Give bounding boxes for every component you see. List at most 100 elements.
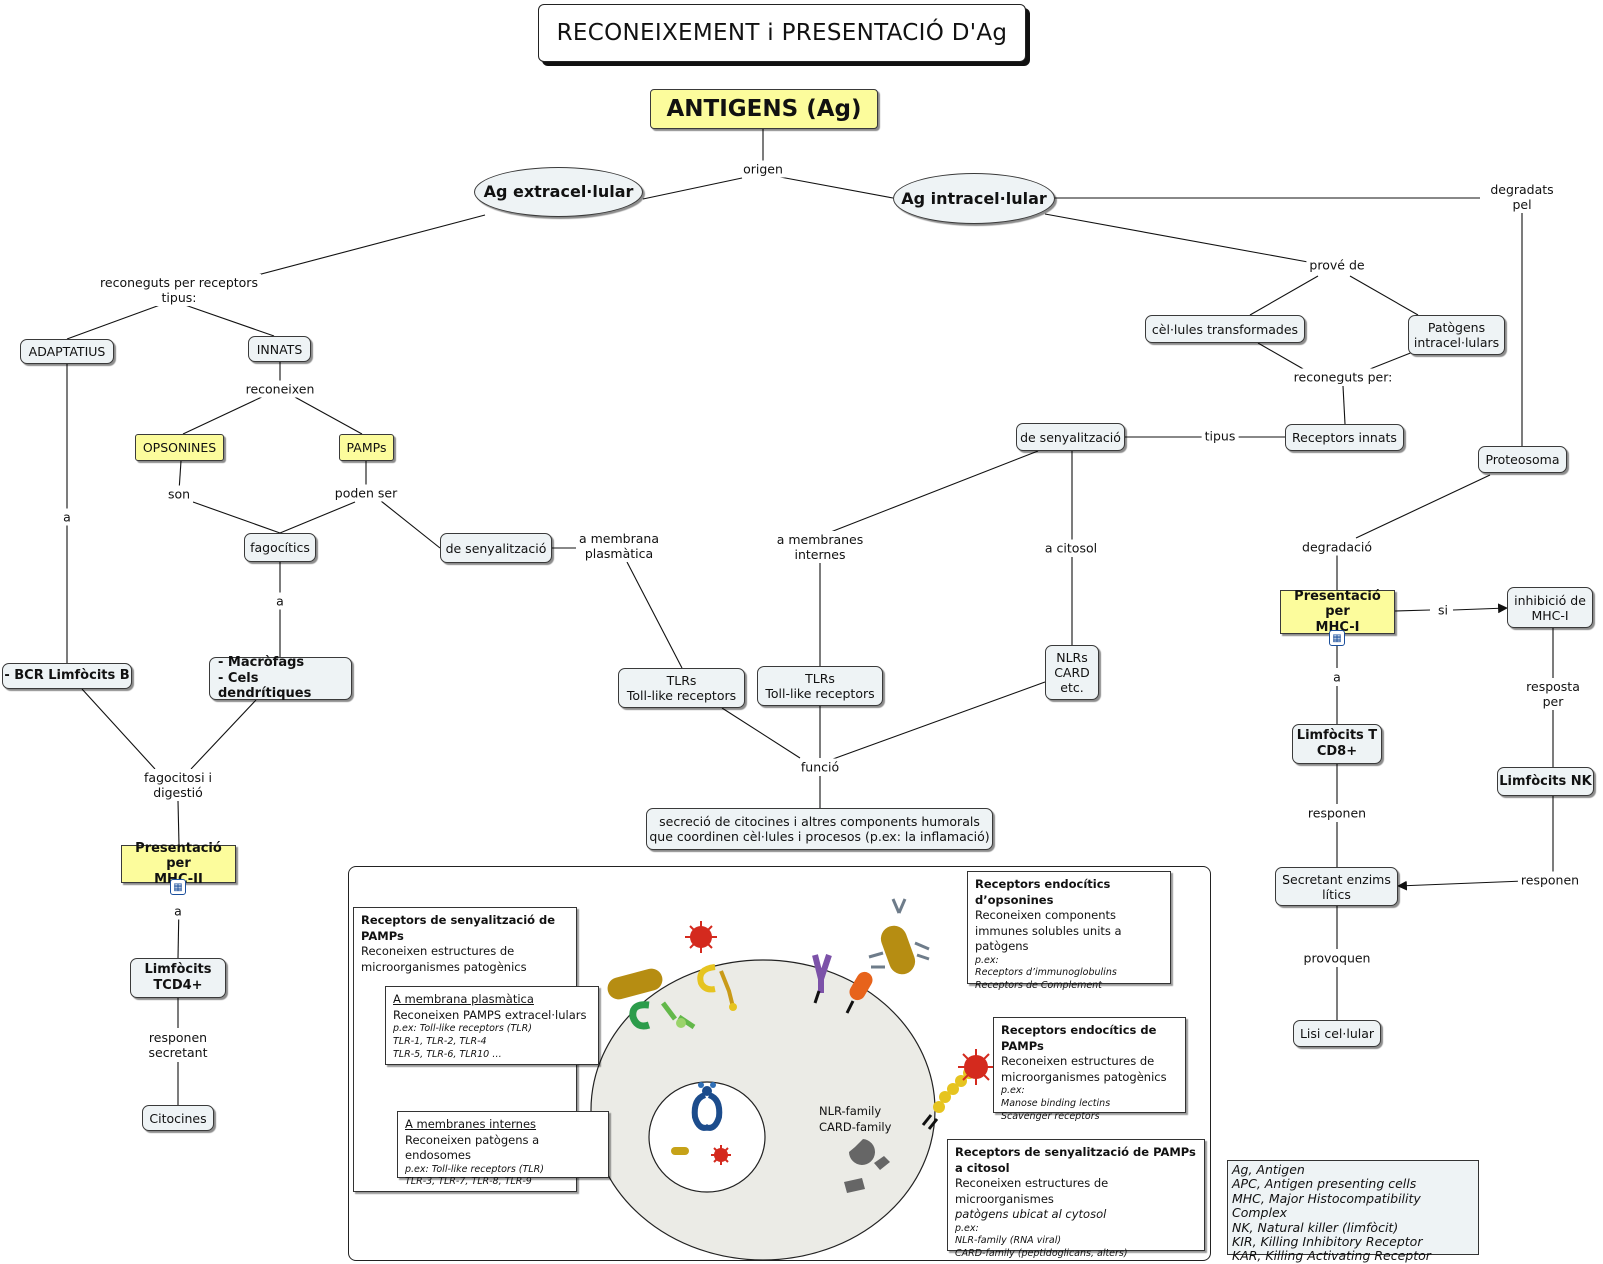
receptors-innats-node[interactable]: Receptors innats [1285, 424, 1404, 451]
link-responen-cd8: responen [1304, 804, 1370, 822]
link-prove-de: prové de [1306, 256, 1368, 274]
opsonin-receptor [845, 898, 930, 1014]
limfocits-t-cd8-node[interactable]: Limfòcits T CD8+ [1292, 724, 1382, 764]
link-fagocitosi: fagocitosi i digestió [141, 769, 215, 801]
endocitic-opsonines-example-1: p.ex: [975, 954, 999, 966]
membrana-plasmatica-text: Reconeixen PAMPS extracel·lulars [393, 1007, 587, 1022]
limfocits-tcd4-node[interactable]: Limfòcits TCD4+ [130, 958, 226, 998]
citosol-signalling-heading-1: Receptors de senyalització de PAMPs [955, 1145, 1196, 1159]
senyalitzacio-pamps-node[interactable]: de senyalització [440, 533, 552, 563]
legend-item: NK, Natural killer (limfòcit) [1232, 1219, 1399, 1235]
link-origen: origen [740, 160, 786, 178]
endocitic-pamps-box: Receptors endocítics de PAMPs Reconeixen… [993, 1017, 1186, 1122]
endosome-virus [711, 1145, 731, 1165]
nlr-family-label: NLR-family CARD-family [819, 1103, 891, 1135]
citosol-signalling-example-2: NLR-family (RNA viral) [955, 1235, 1062, 1247]
link-responen-nk: responen [1517, 871, 1583, 889]
ag-extracellular-node[interactable]: Ag extracel·lular [474, 167, 643, 217]
citosol-signalling-text-1: Reconeixen estructures de microorganisme… [955, 1176, 1109, 1206]
link-responen-secretant: responen secretant [145, 1029, 211, 1061]
fagocitics-node[interactable]: fagocítics [244, 533, 316, 562]
membranes-internes-example-1: p.ex: Toll-like receptors (TLR) [405, 1163, 544, 1175]
card-family-text: CARD-family [819, 1120, 892, 1135]
bcr-limfocits-b-node[interactable]: - BCR Limfòcits B [2, 663, 132, 689]
membrana-plasmatica-example-1: p.ex: Toll-like receptors (TLR) [393, 1023, 532, 1035]
patogens-intracellulars-node[interactable]: Patògens intracel·lulars [1408, 315, 1505, 355]
pamps-node[interactable]: PAMPs [339, 434, 394, 461]
secrecio-citocines-node[interactable]: secreció de citocines i altres component… [646, 808, 993, 850]
opsonines-node[interactable]: OPSONINES [135, 434, 224, 461]
legend-item: KIR, Killing Inhibitory Receptor [1232, 1233, 1423, 1249]
concept-map-icon-mhc1[interactable]: ▦ [1329, 630, 1345, 646]
membranes-internes-example-2: TLR-3, TLR-7, TLR-8, TLR-9 [405, 1176, 532, 1188]
pamps-signalling-text-2: microorganismes patogènics [361, 959, 527, 974]
presentacio-mhc1-node[interactable]: Presentació per MHC-I [1280, 589, 1395, 635]
cell-illustration [575, 898, 994, 1260]
link-a-bcr: a [60, 508, 74, 526]
link-a-tcd4: a [171, 902, 185, 920]
endocitic-pamps-heading: Receptors endocítics de PAMPs [1001, 1023, 1157, 1053]
secretant-enzims-node[interactable]: Secretant enzims lítics [1275, 867, 1398, 906]
endocitic-pamps-text-1: Reconeixen estructures de [1001, 1054, 1155, 1069]
tlrs-membrana-plasmatica-node[interactable]: TLRs Toll-like receptors [618, 668, 745, 708]
citocines-node[interactable]: Citocines [142, 1105, 214, 1131]
legend-item: MHC, Major Histocompatibility Complex [1232, 1190, 1421, 1221]
legend-item: KAR, Killing Activating Receptor [1232, 1248, 1431, 1264]
card-family-icons [844, 1139, 890, 1193]
map-title: RECONEIXEMENT i PRESENTACIÓ D'Ag [538, 4, 1026, 62]
link-funcio: funció [797, 758, 843, 776]
tlrs-membranes-internes-node[interactable]: TLRs Toll-like receptors [757, 666, 883, 706]
endocitic-pamps-text-2: microorganismes patogènics [1001, 1069, 1167, 1084]
proteosoma-node[interactable]: Proteosoma [1478, 446, 1567, 473]
cellules-transformades-node[interactable]: cèl·lules transformades [1145, 315, 1305, 343]
link-a-macrofags: a [273, 592, 287, 610]
membrana-plasmatica-heading: A membrana plasmàtica [393, 992, 534, 1006]
surface-bacterium-left [607, 968, 696, 1030]
lisi-cellular-node[interactable]: Lisi cel·lular [1293, 1020, 1381, 1047]
endocitic-pamps-example-2: Manose binding lectins [1001, 1097, 1111, 1109]
concept-map-icon[interactable]: ▦ [170, 879, 186, 895]
innats-node[interactable]: INNATS [248, 336, 311, 362]
nlrs-card-node[interactable]: NLRs CARD etc. [1045, 645, 1099, 700]
membranes-internes-heading: A membranes internes [405, 1117, 537, 1131]
endocitic-opsonines-example-3: Receptors de Complement [975, 980, 1102, 992]
macrofags-node[interactable]: - Macròfags - Cels dendrítiques [209, 655, 352, 701]
nlr-family-text: NLR-family [819, 1104, 882, 1118]
membrana-plasmatica-example-2: TLR-1, TLR-2, TLR-4 [393, 1035, 487, 1047]
link-degradats-pel: degradats pel [1481, 181, 1563, 213]
receptors-illustration-panel: Receptors de senyalització de PAMPs Reco… [348, 866, 1211, 1261]
surface-receptor-yellow [697, 964, 737, 1011]
antigens-node[interactable]: ANTIGENS (Ag) [650, 89, 878, 129]
inhibicio-mhc1-node[interactable]: inhibició de MHC-I [1507, 587, 1593, 628]
membrana-plasmatica-example-3: TLR-5, TLR-6, TLR10 … [393, 1048, 502, 1060]
citosol-signalling-heading-2: a citosol [955, 1160, 1010, 1175]
link-degradacio: degradació [1299, 538, 1375, 556]
antibody-receptor [812, 954, 832, 1004]
pamps-signalling-text-1: Reconeixen estructures de [361, 944, 515, 959]
senyalitzacio-innats-node[interactable]: de senyalització [1016, 423, 1125, 451]
legend-item: APC, Antigen presenting cells [1232, 1176, 1417, 1192]
endocitic-pamps-example-3: Scavenger receptors [1001, 1110, 1100, 1122]
citosol-signalling-example-3: CARD-family (peptidoglicans, alters) [955, 1248, 1128, 1260]
endocitic-opsonines-text-2: immunes solubles units a [975, 923, 1122, 938]
link-reconeguts-per: reconeguts per: [1290, 368, 1396, 386]
abbreviations-legend: Ag, Antigen APC, Antigen presenting cell… [1227, 1160, 1479, 1263]
membranes-internes-box: A membranes internes Reconeixen patògens… [397, 1111, 609, 1187]
link-a-citosol: a citosol [1041, 539, 1101, 557]
membranes-internes-text: Reconeixen patògens a endosomes [405, 1132, 540, 1163]
limfocits-nk-node[interactable]: Limfòcits NK [1497, 767, 1594, 796]
endocitic-opsonines-example-2: Receptors d’immunoglobulins [975, 967, 1117, 979]
adaptatius-node[interactable]: ADAPTATIUS [20, 339, 114, 364]
endosome [648, 1081, 766, 1193]
endocitic-opsonines-heading: Receptors endocítics d’opsonines [975, 877, 1111, 907]
link-resposta-per: resposta per [1523, 678, 1583, 710]
surface-virus-top [685, 921, 717, 953]
ag-intracellular-node[interactable]: Ag intracel·lular [893, 173, 1055, 224]
link-reconeixen: reconeixen [242, 380, 318, 398]
link-poden-ser: poden ser [331, 484, 401, 502]
presentacio-mhc2-node[interactable]: Presentació per MHC-II [121, 841, 236, 887]
endocitic-opsonines-text-3: patògens [975, 939, 1029, 954]
link-membranes-internes: a membranes internes [773, 531, 867, 563]
link-membrana-plasmatica: a membrana plasmàtica [576, 530, 662, 562]
